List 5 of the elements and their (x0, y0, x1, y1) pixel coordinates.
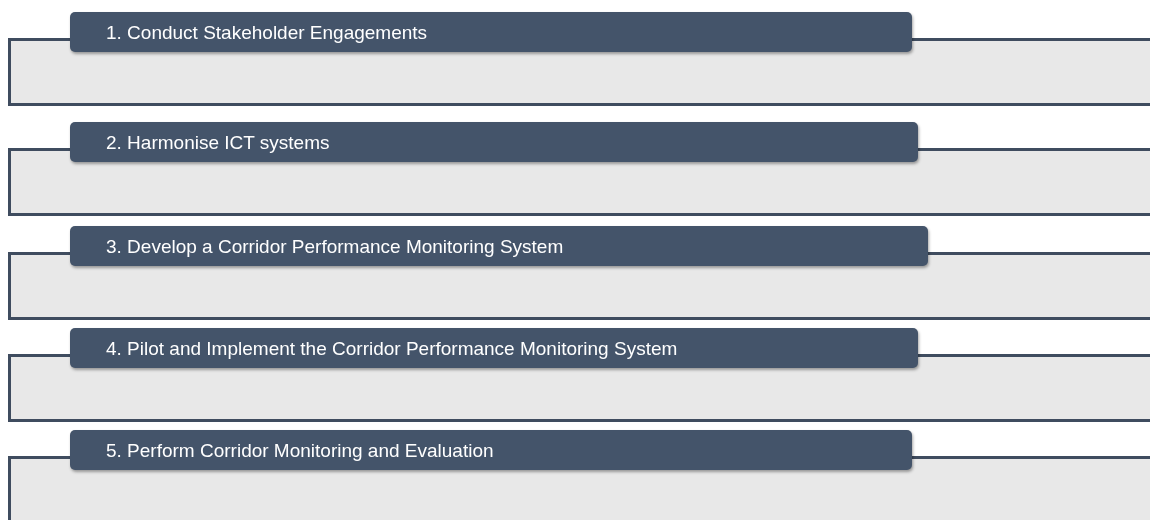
step-box: 1. Conduct Stakeholder Engagements (70, 12, 912, 52)
step-box: 3. Develop a Corridor Performance Monitoring System (70, 226, 928, 266)
step-box: 5. Perform Corridor Monitoring and Evaluation (70, 430, 912, 470)
step-box: 4. Pilot and Implement the Corridor Performance Monitoring System (70, 328, 918, 368)
step-box: 2. Harmonise ICT systems (70, 122, 918, 162)
